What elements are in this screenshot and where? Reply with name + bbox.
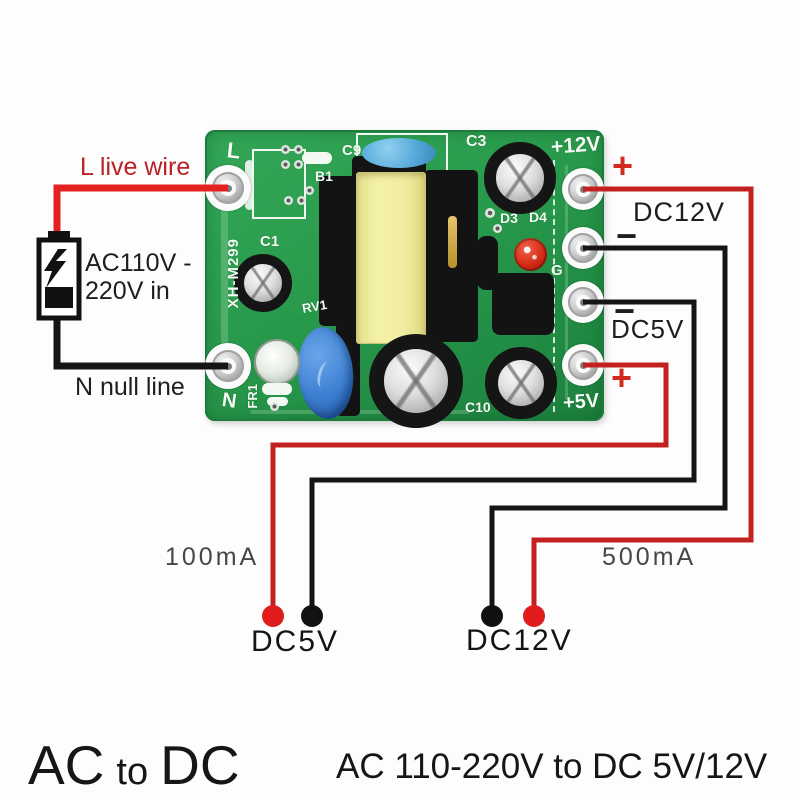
- hole-dot: [284, 196, 293, 205]
- silk-label-fr1: FR1: [245, 384, 260, 409]
- silk-label-d3: D3: [500, 210, 518, 226]
- capacitor-c3: [484, 142, 556, 214]
- null-wire: [53, 315, 228, 370]
- hole-dot: [493, 224, 502, 233]
- hole-dot: [281, 145, 290, 154]
- pad-5v-plus: [562, 344, 604, 386]
- lightning-bolt-icon: [44, 249, 67, 288]
- hole-dot: [305, 186, 314, 195]
- title-ac-to-dc: AC to DC: [28, 733, 240, 797]
- transistor-block: [492, 273, 554, 335]
- capacitor-c1: [234, 254, 292, 312]
- input-voltage-line2: 220V in: [85, 277, 170, 305]
- gold-stripe: [448, 216, 457, 268]
- title-dc: DC: [160, 734, 240, 796]
- silk-label-c1: C1: [260, 233, 280, 250]
- transformer: [356, 172, 426, 344]
- silk-label-c10: C10: [465, 399, 491, 415]
- silk-label-model: XH-M299: [225, 238, 242, 309]
- fr1-pad: [262, 383, 292, 395]
- silk-label-l: L: [225, 137, 242, 164]
- dc12v-minus-sign: −: [616, 215, 638, 256]
- title-to: to: [116, 751, 149, 793]
- pad-12v-minus: [562, 227, 604, 269]
- subtitle-spec: AC 110-220V to DC 5V/12V: [336, 747, 768, 786]
- pcb-trace: [221, 205, 228, 345]
- silk-label-b1: B1: [315, 168, 333, 184]
- hole-dot: [485, 208, 495, 218]
- silk-label-c3: C3: [466, 133, 487, 150]
- title-ac: AC: [28, 734, 105, 796]
- hole-dot: [297, 196, 306, 205]
- pad-l: [205, 165, 251, 211]
- led-d4: [514, 238, 547, 271]
- pad-n: [205, 343, 251, 389]
- dc5v-plus-sign: +: [611, 357, 633, 398]
- dc12v-plus-sign: +: [612, 145, 634, 186]
- hole-dot: [281, 160, 290, 169]
- dc5v-positive-lead-dot: [262, 605, 284, 627]
- silk-label-5v: +5V: [562, 389, 600, 415]
- silk-label-d4: D4: [529, 209, 547, 225]
- silk-label-12v: +12V: [550, 132, 602, 159]
- hole-dot: [294, 145, 303, 154]
- silkscreen-pill: [302, 152, 332, 164]
- pad-5v-minus: [562, 281, 604, 323]
- silk-label-n: N: [220, 389, 238, 413]
- live-wire-label: L live wire: [80, 153, 191, 181]
- silk-label-g: G: [551, 262, 563, 279]
- hole-dot: [294, 160, 303, 169]
- dc5v-negative-lead-dot: [301, 605, 323, 627]
- silk-label-c9: C9: [342, 142, 362, 159]
- pad-12v-plus: [562, 168, 604, 210]
- hole-dot: [270, 402, 279, 411]
- dc12v-current-label: 500mA: [602, 543, 697, 571]
- dc5v-minus-sign: −: [614, 290, 636, 331]
- capacitor-main: [369, 334, 463, 428]
- capacitor-c9: [362, 138, 436, 168]
- live-wire: [53, 184, 228, 234]
- dc12v-lead-label: DC12V: [466, 624, 573, 657]
- dc5v-lead-label: DC5V: [251, 625, 340, 658]
- dc5v-current-label: 100mA: [165, 543, 260, 571]
- null-line-label: N null line: [75, 373, 185, 401]
- capacitor-c10: [485, 347, 557, 419]
- ac-source-icon: [36, 231, 82, 321]
- fuse-resistor-fr1: [254, 339, 300, 385]
- dc5v-output-label: DC5V: [611, 314, 685, 344]
- dc12v-output-label: DC12V: [633, 197, 726, 227]
- input-voltage-line1: AC110V -: [85, 249, 192, 277]
